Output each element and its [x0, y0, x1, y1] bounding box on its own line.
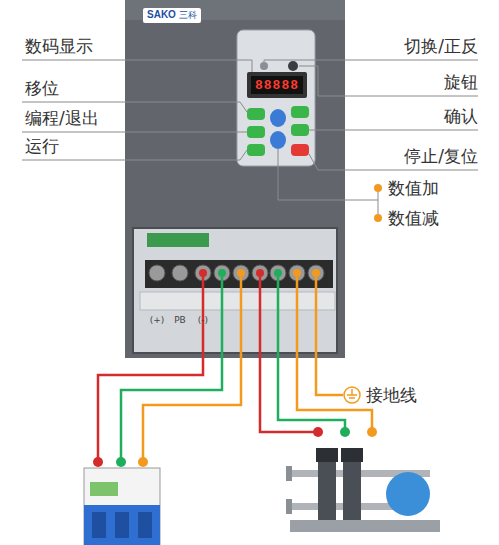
ground-symbol [347, 394, 357, 396]
digital-display: 88888 [251, 76, 303, 94]
circuit-breaker [84, 505, 160, 545]
leader-line [22, 132, 247, 133]
text-holder: 88888 [251, 76, 303, 94]
inverter-body [125, 0, 345, 358]
terminal-dot [340, 427, 350, 437]
keypad [291, 106, 309, 118]
terminal-name: (-) [198, 315, 208, 326]
keypad [247, 126, 265, 138]
leader-line [264, 60, 478, 62]
keypad [270, 131, 286, 149]
keypad [270, 109, 286, 127]
inverter-body [147, 233, 209, 247]
keypad [247, 144, 265, 156]
callout-label: 移位 [25, 78, 59, 98]
leader-dot [374, 184, 382, 222]
terminal-name: PB [174, 315, 186, 326]
power-wire [98, 273, 372, 462]
water-pump [341, 448, 363, 462]
keypad [237, 30, 315, 166]
ground-symbol [351, 389, 353, 395]
power-wire [98, 273, 203, 462]
water-pump [386, 472, 430, 516]
keypad [237, 30, 315, 166]
terminal-dot [199, 269, 207, 277]
power-wire [260, 273, 318, 432]
circuit-breaker [92, 512, 106, 538]
circuit-breaker [84, 468, 160, 545]
keypad [260, 62, 268, 70]
power-wire [278, 273, 345, 432]
callout-label: 运行 [25, 136, 59, 156]
terminal-dot [256, 269, 264, 277]
terminal-dot [237, 269, 245, 277]
circuit-breaker [115, 512, 129, 538]
callout-label: 旋钮 [444, 72, 478, 92]
inverter-housing: SAKO三科 88888 [125, 0, 345, 358]
brand-logo: 三科 [179, 9, 197, 22]
ground-label: 接地线 [366, 385, 417, 405]
callout-label: 停止/复位 [404, 146, 478, 166]
brand-logo: SAKO [147, 9, 176, 20]
water-pump [316, 448, 338, 462]
circuit-breaker [138, 512, 152, 538]
leader-line [378, 188, 379, 218]
water-pump [286, 499, 292, 514]
callout-label: 切换/正反 [404, 36, 478, 56]
inverter-body [125, 0, 345, 358]
leader-dot [374, 214, 382, 222]
inverter-body [133, 228, 337, 353]
text-holder: SAKO三科 [143, 8, 201, 23]
terminal-dot [367, 427, 377, 437]
inverter-body [140, 292, 335, 310]
leader-line [22, 60, 252, 72]
ground-symbol [344, 387, 360, 403]
circuit-breaker [90, 482, 118, 496]
inverter-body [145, 260, 333, 288]
terminal-dot [313, 427, 323, 437]
keypad [291, 144, 309, 156]
terminal-dot [293, 269, 301, 277]
keypad [247, 108, 265, 120]
terminal-name: (+) [150, 315, 165, 326]
power-wire [143, 273, 241, 462]
water-pump [286, 448, 440, 532]
display-digits: 88888 [255, 78, 299, 93]
leader-line [299, 66, 478, 96]
inverter-body [149, 265, 165, 281]
terminal-dot [116, 457, 126, 467]
terminal-dot [138, 457, 148, 467]
power-wire [297, 273, 372, 432]
leader-line [309, 130, 478, 131]
terminal-dot [93, 269, 377, 467]
power-wire [316, 273, 343, 395]
leader-line [22, 60, 478, 218]
terminal-dot [218, 269, 226, 277]
terminal-dot [93, 457, 103, 467]
leader-dot [374, 184, 382, 192]
callout-label: 确认 [444, 106, 478, 126]
keypad [288, 61, 298, 71]
ground-symbol [344, 387, 360, 403]
terminal-dot [274, 269, 282, 277]
inverter-body [172, 265, 188, 281]
callout-label: 数值减 [388, 208, 439, 228]
callout-label: 编程/退出 [25, 108, 99, 128]
water-pump [290, 520, 440, 532]
power-wire [121, 273, 222, 462]
ground-symbol [349, 397, 355, 399]
keypad [291, 124, 309, 136]
circuit-breaker [84, 468, 160, 545]
callout-label: 数码显示 [25, 36, 93, 56]
terminal-dot [312, 269, 320, 277]
keypad [247, 72, 307, 98]
callout-label: 数值加 [388, 178, 439, 198]
inverter-body [125, 0, 345, 20]
water-pump [286, 466, 292, 481]
leader-line [278, 149, 378, 200]
